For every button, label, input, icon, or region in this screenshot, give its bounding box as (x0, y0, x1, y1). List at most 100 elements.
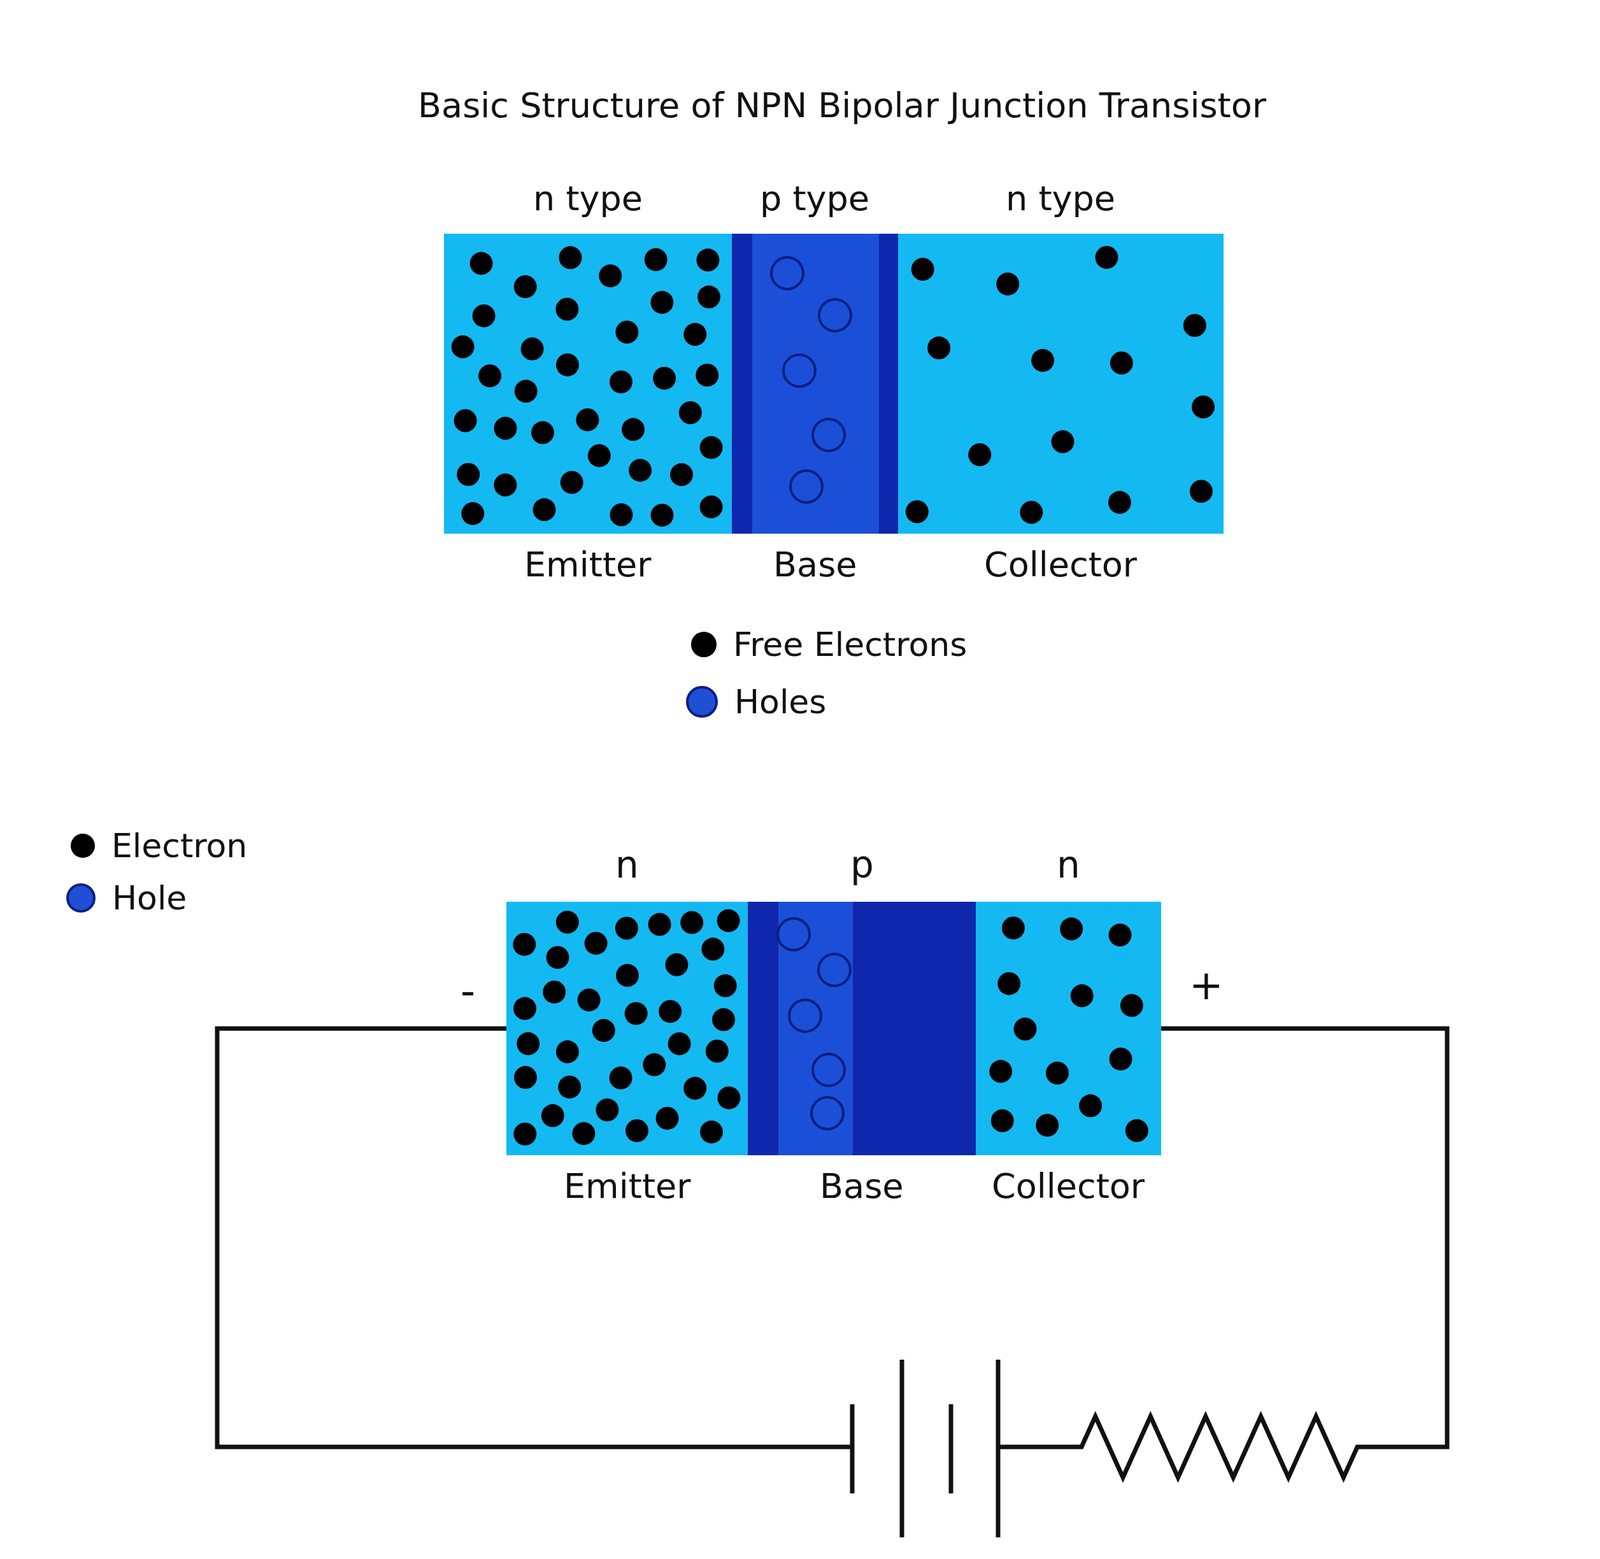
electron-dot (668, 1032, 692, 1056)
hole-dot (818, 954, 851, 986)
doping-label: n type (1005, 178, 1116, 219)
electron-dot (997, 971, 1021, 995)
electron-dot (625, 1119, 649, 1143)
base-region: p typeBase (731, 233, 899, 534)
hole-dot (771, 257, 804, 290)
electron-dot (1001, 916, 1025, 940)
electron-dot (559, 246, 583, 270)
electron-dot (927, 336, 951, 360)
electron-dot (541, 1104, 565, 1128)
electron-dot (556, 1040, 579, 1064)
electron-dot (494, 417, 518, 441)
electron-dot (1045, 1061, 1069, 1085)
electron-dot (624, 1001, 648, 1025)
electron-dot (546, 945, 570, 969)
electron-dot (664, 953, 688, 977)
electron-dot (650, 503, 674, 527)
electron-dot (514, 275, 537, 299)
electron-dot (717, 909, 741, 933)
electron-dot (513, 997, 537, 1021)
electron-dot (615, 964, 639, 988)
hole-dot (777, 918, 810, 951)
electron-dot (478, 364, 502, 388)
region-label: Base (819, 1166, 904, 1207)
legend-swatch (691, 631, 717, 658)
carrier-drawing (731, 233, 899, 534)
electron-dot (615, 321, 639, 344)
electron-dot (609, 1066, 633, 1090)
hole-dot (783, 354, 816, 387)
electron-dot (696, 248, 720, 272)
electron-dot (555, 298, 579, 322)
electron-dot (680, 911, 704, 935)
doping-label: n type (533, 178, 643, 219)
hole-dot (819, 299, 851, 332)
electron-dot (1019, 501, 1043, 525)
electron-dot (1014, 1017, 1037, 1041)
carrier-drawing (975, 901, 1162, 1156)
hole-dot (812, 419, 845, 451)
electron-dot (531, 421, 555, 444)
electron-dot (575, 408, 599, 432)
electron-dot (968, 443, 992, 467)
electron-dot (683, 322, 707, 346)
electron-dot (905, 500, 929, 524)
hole-dot (811, 1097, 844, 1130)
electron-dot (658, 1000, 682, 1023)
region-label: Collector (991, 1166, 1145, 1207)
legend-swatch (66, 883, 96, 913)
electron-dot (556, 910, 579, 934)
carrier-drawing (443, 233, 732, 534)
electron-dot (533, 498, 557, 522)
region-label: Emitter (524, 545, 652, 585)
electron-dot (648, 913, 672, 937)
hole-dot (812, 1054, 845, 1086)
electron-dot (512, 933, 536, 957)
electron-dot (472, 304, 496, 328)
electron-dot (454, 409, 478, 433)
electron-dot (621, 417, 645, 441)
legend-swatch (685, 685, 718, 718)
electron-dot (556, 353, 579, 377)
carrier-drawing (747, 901, 976, 1156)
electron-dot (996, 272, 1020, 296)
carrier-drawing (506, 901, 748, 1156)
region-label: Collector (984, 545, 1137, 585)
region-label: Emitter (563, 1166, 692, 1207)
electron-dot (1059, 917, 1083, 941)
electron-dot (683, 1077, 707, 1100)
base-region: pBase (747, 901, 976, 1156)
electron-dot (514, 379, 538, 403)
electron-dot (1108, 491, 1132, 515)
electron-dot (650, 291, 674, 315)
electron-dot (700, 1120, 723, 1144)
base-band (752, 233, 879, 534)
electron-dot (1109, 1047, 1133, 1071)
legend-swatch (70, 833, 95, 858)
emitter-region: n typeEmitter (443, 233, 732, 534)
diagram-title: Basic Structure of NPN Bipolar Junction … (417, 85, 1267, 126)
electron-dot (717, 1086, 741, 1110)
electron-dot (451, 335, 475, 359)
electron-dot (1120, 994, 1144, 1018)
electron-dot (656, 1107, 679, 1130)
electron-dot (610, 503, 634, 527)
electron-dot (670, 463, 693, 486)
electron-dot (678, 401, 702, 425)
electron-dot (592, 1019, 616, 1043)
polarity-label: + (1189, 962, 1224, 1010)
electron-dot (615, 917, 639, 941)
carrier-drawing (898, 233, 1224, 534)
electron-dot (461, 501, 485, 525)
electron-dot (1191, 395, 1215, 419)
electron-dot (695, 363, 719, 387)
electron-dot (572, 1122, 596, 1146)
legend-row: Hole (66, 878, 187, 918)
electron-dot (705, 1040, 729, 1064)
electron-dot (456, 463, 480, 486)
legend-row: Electron (70, 826, 248, 865)
electron-dot (991, 1109, 1015, 1133)
electron-dot (493, 473, 517, 497)
electron-dot (911, 257, 935, 281)
electron-dot (595, 1098, 619, 1122)
